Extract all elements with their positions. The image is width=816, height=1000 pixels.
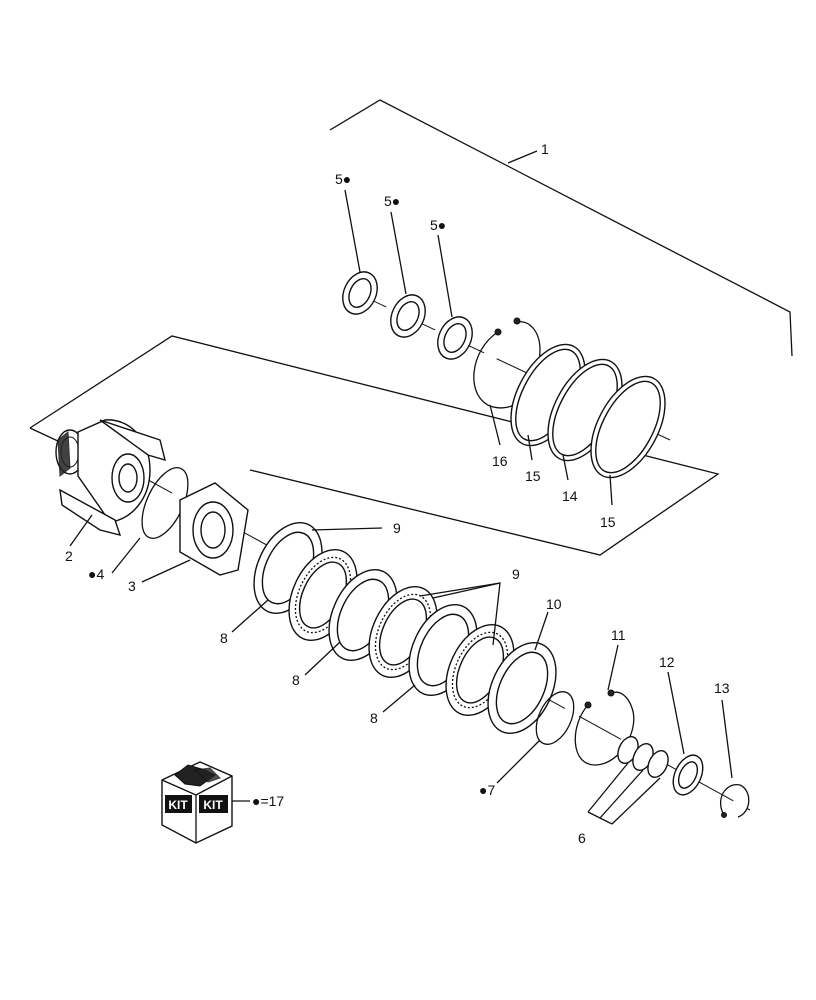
label-5b: 5●	[384, 193, 400, 209]
kit-legend: ●=17	[252, 793, 284, 809]
label-2: 2	[65, 548, 73, 564]
label-5a: 5●	[335, 171, 351, 187]
label-8c: 8	[370, 710, 378, 726]
label-5c: 5●	[430, 217, 446, 233]
part-13-circlip	[719, 784, 750, 818]
assembly-bracket-2	[29, 335, 720, 556]
part-12-washer	[672, 754, 704, 796]
label-10: 10	[546, 596, 562, 612]
label-6: 6	[578, 830, 586, 846]
label-7: ●7	[479, 782, 495, 798]
part-7-ring	[535, 691, 575, 745]
label-1: 1	[541, 141, 549, 157]
kit-box-icon: KIT KIT ●=17	[161, 761, 284, 844]
kit-text-right: KIT	[203, 798, 223, 812]
label-9a: 9	[393, 520, 401, 536]
label-4: ●4	[88, 566, 104, 582]
label-16: 16	[492, 453, 508, 469]
label-8a: 8	[220, 630, 228, 646]
label-3: 3	[128, 578, 136, 594]
label-15a: 15	[525, 468, 541, 484]
label-11: 11	[611, 627, 626, 643]
part-5-rings	[342, 271, 473, 360]
label-14: 14	[562, 488, 578, 504]
part-2-clutch-housing	[55, 419, 166, 536]
assembly-bracket-1	[329, 99, 793, 357]
label-13: 13	[714, 680, 730, 696]
part-10-pressure-plate	[487, 641, 557, 735]
part-labels: 1 5● 5● 5● 16 15 14 15 2 ●4 3 9 9 10 8 8…	[65, 141, 730, 846]
part-3-piston	[179, 482, 249, 576]
label-15b: 15	[600, 514, 616, 530]
label-9b: 9	[512, 566, 520, 582]
leader-lines	[69, 189, 733, 825]
part-6-o-rings	[617, 736, 669, 778]
part-15-seal-ring-b	[590, 375, 666, 479]
kit-text-left: KIT	[168, 798, 188, 812]
label-8b: 8	[292, 672, 300, 688]
label-12: 12	[659, 654, 675, 670]
